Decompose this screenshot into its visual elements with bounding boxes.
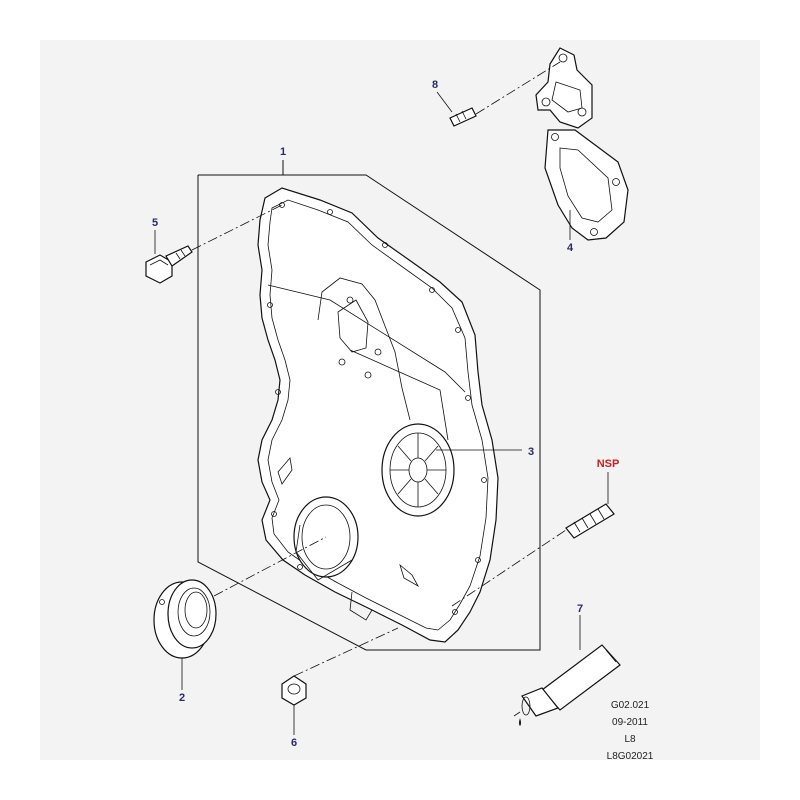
callout-5: 5 xyxy=(152,217,158,229)
callout-1: 1 xyxy=(280,146,286,158)
front-cover-part xyxy=(257,187,499,643)
callout-4: 4 xyxy=(567,242,574,254)
callout-6: 6 xyxy=(291,737,297,749)
callout-8: 8 xyxy=(432,79,438,91)
callout-7: 7 xyxy=(577,603,583,615)
phantom-lines xyxy=(191,61,567,677)
gasket-part xyxy=(535,47,629,241)
flange-bolt-part xyxy=(145,245,193,284)
leader-lines xyxy=(154,91,609,735)
reference-code: G02.021 xyxy=(611,700,650,711)
assembly-outline-box xyxy=(197,160,541,651)
callout-2: 2 xyxy=(179,692,185,704)
nsp-stud-part xyxy=(565,503,615,539)
hex-nut-part xyxy=(281,675,307,706)
reference-model: L8 xyxy=(624,734,636,745)
callout-nsp: NSP xyxy=(597,458,620,470)
stud-part xyxy=(449,107,477,127)
reference-date: 09-2011 xyxy=(612,717,648,728)
callout-3: 3 xyxy=(528,446,534,458)
pump-cover-part xyxy=(381,423,455,517)
reference-illustration-id: L8G02021 xyxy=(607,751,654,762)
sealant-tube-part xyxy=(513,644,621,726)
reference-block: G02.021 09-2011 L8 L8G02021 xyxy=(607,700,654,762)
crankshaft-seal-part xyxy=(153,579,217,659)
